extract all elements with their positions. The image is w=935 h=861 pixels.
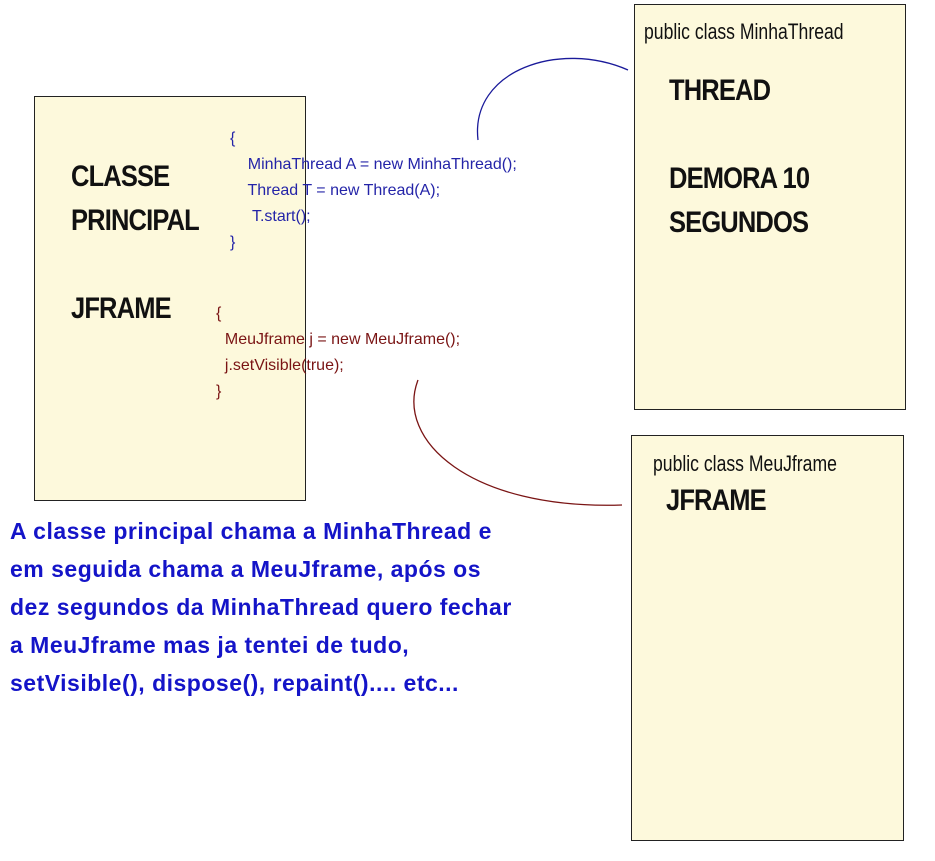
thread-code: { MinhaThread A = new MinhaThread(); Thr… xyxy=(230,126,517,256)
code-line: Thread T = new Thread(A); xyxy=(230,182,441,199)
jframe-code: { MeuJframe j = new MeuJframe(); j.setVi… xyxy=(216,301,460,405)
description-line: A classe principal chama a MinhaThread e xyxy=(10,518,492,544)
main-class-label-1: CLASSE xyxy=(71,160,170,193)
jframe-class-box: public class MeuJframe JFRAME xyxy=(631,435,904,841)
jframe-class-header: public class MeuJframe xyxy=(653,451,837,476)
thread-class-box: public class MinhaThread THREAD DEMORA 1… xyxy=(634,4,906,410)
thread-class-header: public class MinhaThread xyxy=(644,19,844,44)
code-line: j.setVisible(true); xyxy=(216,357,344,374)
code-line: } xyxy=(216,383,222,400)
code-line: { xyxy=(216,305,222,322)
description-line: em seguida chama a MeuJframe, após os xyxy=(10,556,482,582)
jframe-title: JFRAME xyxy=(666,484,767,517)
thread-delay-2: SEGUNDOS xyxy=(669,206,809,239)
code-line: } xyxy=(230,234,236,251)
description-line: dez segundos da MinhaThread quero fechar xyxy=(10,594,512,620)
thread-delay-1: DEMORA 10 xyxy=(669,162,810,195)
code-line: MinhaThread A = new MinhaThread(); xyxy=(230,156,517,173)
thread-title: THREAD xyxy=(669,74,771,107)
main-class-box: CLASSE PRINCIPAL JFRAME xyxy=(34,96,306,501)
thread-connector-arc xyxy=(476,57,629,141)
description-text: A classe principal chama a MinhaThread e… xyxy=(10,512,512,702)
code-line: { xyxy=(230,130,236,147)
description-line: a MeuJframe mas ja tentei de tudo, xyxy=(10,632,410,658)
main-class-label-2: PRINCIPAL xyxy=(71,204,200,237)
code-line: MeuJframe j = new MeuJframe(); xyxy=(216,331,461,348)
description-line: setVisible(), dispose(), repaint().... e… xyxy=(10,670,459,696)
jframe-connector-arc xyxy=(413,379,623,506)
main-jframe-label: JFRAME xyxy=(71,292,172,325)
code-line: T.start(); xyxy=(230,208,311,225)
